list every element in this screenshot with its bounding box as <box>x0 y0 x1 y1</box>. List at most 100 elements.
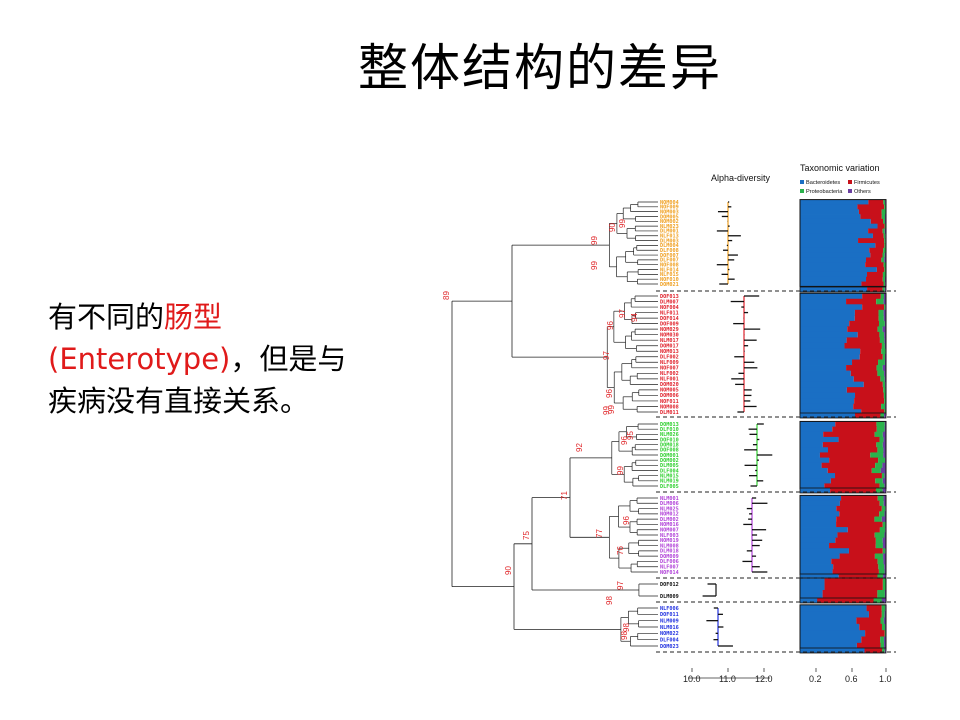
leaf-label: DLM005 <box>660 463 679 469</box>
cluster-summary-segment <box>855 413 881 418</box>
taxa-segment <box>800 553 840 560</box>
taxa-segment <box>800 403 854 410</box>
taxa-segment <box>878 569 885 576</box>
taxa-segment <box>880 636 884 644</box>
taxa-segment <box>800 426 833 433</box>
leaf-label: NOM029 <box>660 327 679 333</box>
taxa-segment <box>800 376 854 383</box>
taxa-segment <box>800 516 837 523</box>
taxa-segment <box>881 257 885 263</box>
leaf-label: NLF002 <box>660 371 679 377</box>
taxa-segment <box>859 623 882 631</box>
taxa-segment <box>868 199 884 205</box>
taxa-segment <box>881 604 886 612</box>
leaf-label: NLM001 <box>660 496 679 502</box>
alpha-diversity-title: Alpha-diversity <box>711 173 771 183</box>
leaf-label: DOM018 <box>660 442 679 448</box>
taxa-segment <box>852 359 879 366</box>
taxa-segment <box>882 442 886 448</box>
bootstrap-value: 92 <box>575 443 584 452</box>
taxa-segment <box>800 409 862 416</box>
taxa-segment <box>848 548 883 554</box>
taxa-segment <box>847 326 878 333</box>
taxa-segment <box>800 247 870 254</box>
taxa-segment <box>800 320 850 327</box>
leaf-label: DOM013 <box>660 422 679 428</box>
taxa-segment <box>884 337 886 344</box>
taxa-segment <box>835 537 876 544</box>
taxa-segment <box>880 642 885 650</box>
taxa-segment <box>800 359 853 366</box>
taxa-segment <box>800 467 828 474</box>
taxa-segment <box>846 337 880 344</box>
leaf-label: NOM016 <box>660 522 679 528</box>
bootstrap-value: 96 <box>622 516 631 525</box>
body-line-2-rest: ，但是与 <box>230 342 347 376</box>
taxa-segment <box>878 564 885 570</box>
taxa-segment <box>884 421 886 427</box>
taxa-segment <box>877 447 884 453</box>
taxa-segment <box>884 457 886 464</box>
legend-swatch <box>848 189 852 193</box>
taxa-segment <box>884 276 886 282</box>
taxa-segment <box>800 387 847 394</box>
taxa-segment <box>800 337 847 344</box>
taxa-segment <box>884 320 886 327</box>
bootstrap-value: 77 <box>595 529 604 538</box>
leaf-label: DLM018 <box>660 549 679 555</box>
taxa-segment <box>882 252 885 258</box>
alpha-tick-label: 10.0 <box>683 674 701 684</box>
taxa-segment <box>884 243 886 249</box>
leaf-label: DLM004 <box>660 243 679 249</box>
taxa-segment <box>875 478 883 484</box>
leaf-label: DLF002 <box>660 355 679 361</box>
taxa-segment <box>866 604 882 612</box>
taxa-segment <box>882 462 886 469</box>
cluster-summary-segment <box>864 648 883 653</box>
taxa-segment <box>838 436 880 443</box>
leaf-label: DOF013 <box>660 294 679 300</box>
taxa-segment <box>882 381 886 388</box>
taxa-segment <box>882 228 885 234</box>
taxa-segment <box>883 309 886 316</box>
taxa-segment <box>879 500 884 507</box>
taxa-segment <box>800 262 866 268</box>
leaf-label: DLM011 <box>660 410 679 416</box>
taxa-segment <box>800 257 867 263</box>
leaf-label: DLM007 <box>660 299 679 305</box>
leaf-label: NLM026 <box>660 432 679 438</box>
taxa-segment <box>883 199 886 205</box>
taxa-segment <box>862 304 885 311</box>
leaf-label: NOM022 <box>660 631 679 637</box>
taxa-segment <box>877 590 885 603</box>
taxa-segment <box>868 228 883 234</box>
taxa-segment <box>800 558 832 565</box>
taxa-segment <box>839 553 875 560</box>
cluster-summary-segment <box>800 574 839 579</box>
taxa-segment <box>875 462 883 469</box>
leaf-label: NOM019 <box>660 538 679 544</box>
cluster-summary-frame <box>799 647 887 654</box>
taxa-segment <box>824 578 883 591</box>
taxa-segment <box>800 462 822 469</box>
taxa-segment <box>881 623 886 631</box>
taxa-segment <box>800 233 873 239</box>
taxa-segment <box>800 564 834 570</box>
taxa-segment <box>879 331 885 338</box>
leaf-label: NLF003 <box>660 533 679 539</box>
taxa-segment <box>884 370 886 377</box>
leaf-label: DLF004 <box>660 468 679 474</box>
taxa-segment <box>884 630 886 637</box>
leaf-label: DLF005 <box>660 484 679 490</box>
taxa-segment <box>882 578 886 591</box>
taxa-segment <box>836 505 882 512</box>
taxa-segment <box>800 532 838 539</box>
leaf-label: NLF013 <box>660 234 679 240</box>
taxa-segment <box>866 271 883 278</box>
leaf-label: DOF011 <box>660 612 679 618</box>
taxa-segment <box>884 204 886 210</box>
taxa-segment <box>884 228 886 234</box>
taxa-segment <box>869 247 884 254</box>
taxa-panel-frame <box>799 199 887 287</box>
taxa-segment <box>800 271 867 278</box>
